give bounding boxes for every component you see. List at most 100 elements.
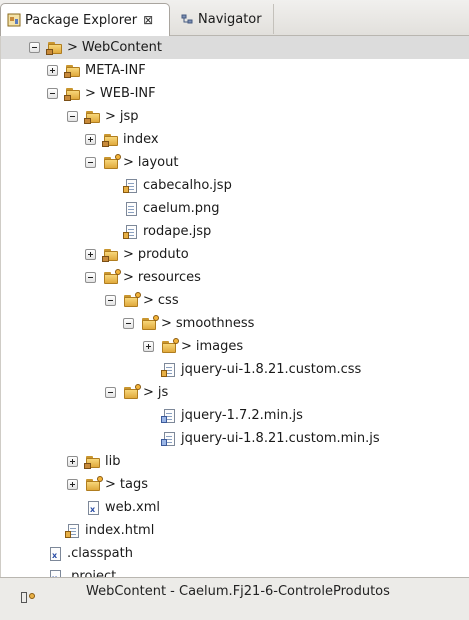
folder-icon: [123, 383, 141, 401]
tree-item[interactable]: cabecalho.jsp: [1, 174, 232, 197]
collapse-icon[interactable]: [85, 157, 96, 168]
tab-package-explorer[interactable]: Package Explorer ⊠: [0, 3, 170, 36]
file-icon: [161, 362, 177, 378]
tree-item-label: cabecalho.jsp: [143, 178, 232, 193]
collapse-icon[interactable]: [85, 272, 96, 283]
outgoing-change-marker: >: [67, 40, 78, 55]
collapse-icon[interactable]: [105, 387, 116, 398]
tree-item-label: caelum.png: [143, 201, 220, 216]
tab-navigator[interactable]: Navigator: [174, 4, 274, 34]
expand-icon[interactable]: [143, 341, 154, 352]
close-icon[interactable]: ⊠: [143, 13, 154, 27]
folder-icon: [103, 268, 121, 286]
tree-item[interactable]: caelum.png: [1, 197, 220, 220]
file-icon: [123, 201, 139, 217]
tree-item[interactable]: >smoothness: [1, 312, 254, 335]
package-explorer-icon: [7, 13, 21, 27]
collapse-icon[interactable]: [105, 295, 116, 306]
tree-item-label: .classpath: [67, 546, 133, 561]
tree-item-label: web.xml: [105, 500, 160, 515]
folder-icon: [102, 132, 119, 148]
tree-item-label: produto: [137, 247, 189, 262]
folder-icon: [64, 86, 81, 102]
expand-icon[interactable]: [67, 456, 78, 467]
folder-icon: [84, 109, 101, 125]
file-icon: [161, 408, 177, 424]
outgoing-change-marker: >: [123, 270, 134, 285]
tree-item[interactable]: META-INF: [1, 59, 146, 82]
collapse-icon[interactable]: [29, 42, 40, 53]
tree-item[interactable]: >WebContent: [1, 36, 469, 59]
collapse-icon[interactable]: [123, 318, 134, 329]
tree-item-label: jquery-1.7.2.min.js: [181, 408, 303, 423]
tab-package-explorer-label: Package Explorer: [25, 12, 138, 28]
tree-item-label: tags: [119, 477, 148, 492]
tree-item[interactable]: >tags: [1, 473, 148, 496]
folder-icon: [141, 314, 159, 332]
tree-item[interactable]: x .classpath: [1, 542, 133, 565]
folder-icon: [123, 291, 141, 309]
tree-item[interactable]: index: [1, 128, 159, 151]
tree-item-label: smoothness: [175, 316, 255, 331]
tree-item[interactable]: rodape.jsp: [1, 220, 211, 243]
tree-item[interactable]: >jsp: [1, 105, 139, 128]
tree-item[interactable]: >resources: [1, 266, 201, 289]
status-bar: WebContent - Caelum.Fj21-6-ControleProdu…: [0, 577, 469, 620]
tree-item-label: lib: [105, 454, 121, 469]
outgoing-change-marker: >: [161, 316, 172, 331]
folder-icon: [46, 40, 63, 56]
file-icon: x: [47, 569, 63, 577]
file-icon: [65, 523, 81, 539]
tree-item-label: js: [157, 385, 169, 400]
tree-item-label: resources: [137, 270, 201, 285]
collapse-icon[interactable]: [67, 111, 78, 122]
tree-item-label: index.html: [85, 523, 155, 538]
tree-item[interactable]: >produto: [1, 243, 189, 266]
tree-item-label: rodape.jsp: [143, 224, 212, 239]
outgoing-change-marker: >: [85, 86, 96, 101]
tab-navigator-label: Navigator: [198, 11, 262, 27]
tree-item[interactable]: x .project: [1, 565, 116, 577]
file-icon: x: [47, 546, 63, 562]
tree-item[interactable]: index.html: [1, 519, 154, 542]
file-icon: [161, 431, 177, 447]
tree-item-label: jsp: [119, 109, 139, 124]
outgoing-change-marker: >: [181, 339, 192, 354]
tree-item-label: .project: [67, 569, 117, 577]
tree-item[interactable]: >images: [1, 335, 243, 358]
tree-item[interactable]: >css: [1, 289, 179, 312]
expand-icon[interactable]: [85, 249, 96, 260]
tree-item[interactable]: >js: [1, 381, 168, 404]
outgoing-change-marker: >: [143, 385, 154, 400]
tree-item[interactable]: lib: [1, 450, 120, 473]
tree-item-label: WEB-INF: [99, 86, 156, 101]
outgoing-change-marker: >: [123, 155, 134, 170]
outgoing-change-marker: >: [123, 247, 134, 262]
folder-icon: [84, 454, 101, 470]
tree-item[interactable]: >layout: [1, 151, 178, 174]
tree-item-label: WebContent: [81, 40, 162, 55]
folder-icon: [102, 247, 119, 263]
expand-icon[interactable]: [67, 479, 78, 490]
tree-item-label: images: [195, 339, 244, 354]
tree-item-label: css: [157, 293, 179, 308]
outgoing-change-marker: >: [143, 293, 154, 308]
tree-item-label: index: [123, 132, 159, 147]
expand-icon[interactable]: [47, 65, 58, 76]
status-text: WebContent - Caelum.Fj21-6-ControleProdu…: [86, 584, 390, 599]
file-icon: [123, 178, 139, 194]
collapse-icon[interactable]: [47, 88, 58, 99]
tree-item-label: jquery-ui-1.8.21.custom.css: [181, 362, 362, 377]
expand-icon[interactable]: [85, 134, 96, 145]
tree-item[interactable]: jquery-1.7.2.min.js: [1, 404, 303, 427]
tree-item-label: layout: [137, 155, 179, 170]
folder-icon: [103, 153, 121, 171]
tree-item[interactable]: jquery-ui-1.8.21.custom.min.js: [1, 427, 380, 450]
tree-item[interactable]: jquery-ui-1.8.21.custom.css: [1, 358, 361, 381]
tree-item[interactable]: >WEB-INF: [1, 82, 156, 105]
tree-item-label: jquery-ui-1.8.21.custom.min.js: [181, 431, 380, 446]
status-icon: [20, 590, 36, 606]
navigator-icon: [180, 12, 194, 26]
